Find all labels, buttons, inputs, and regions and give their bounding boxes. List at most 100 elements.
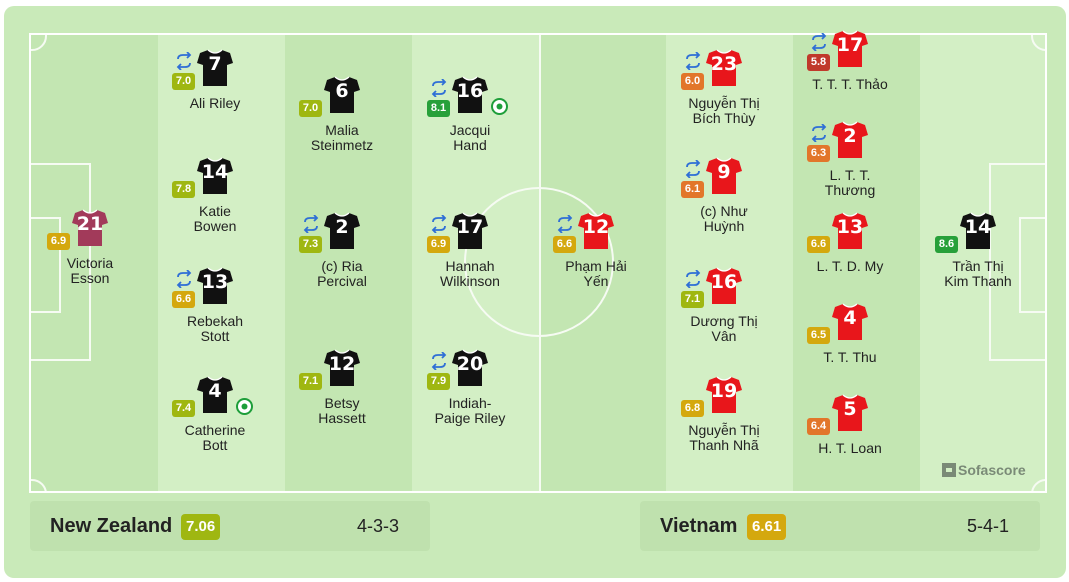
jersey-icon: 5 [832,394,868,432]
player-name: Dương Thị Vân [690,313,758,344]
jersey-number: 14 [964,216,992,238]
jersey-icon: 9 [706,157,742,195]
jersey-icon: 19 [706,376,742,414]
jersey-icon: 2 [324,212,360,250]
player-name: Jacqui Hand [449,122,491,153]
jersey-icon: 14 [960,212,996,250]
player-rating: 6.6 [553,236,576,253]
player-rating: 7.8 [172,181,195,198]
jersey-number: 23 [710,53,738,75]
jersey-icon: 13 [197,267,233,305]
pitch [29,33,1047,493]
away-team-name: Vietnam [660,515,738,537]
player-name: Betsy Hassett [318,395,366,426]
jersey-number: 4 [843,307,857,329]
player-rating: 6.8 [681,400,704,417]
player-rating: 6.6 [172,291,195,308]
player-name: Hannah Wilkinson [440,258,500,289]
jersey-icon: 12 [324,349,360,387]
jersey-number: 2 [335,216,349,238]
player-name: L. T. D. My [816,258,884,274]
player-name: Katie Bowen [193,203,237,234]
away-formation: 5-4-1 [967,516,1010,536]
substitution-arrows-icon [810,123,828,143]
corner-arc-bottom-left [31,479,47,491]
substitution-arrows-icon [556,214,574,234]
home-formation: 4-3-3 [357,516,400,536]
jersey-number: 5 [843,398,857,420]
player-name: Trần Thị Kim Thanh [944,258,1012,289]
home-team-name: New Zealand [50,515,173,537]
player-rating: 6.0 [681,73,704,90]
left-goal-box [31,217,61,313]
jersey-number: 20 [456,353,484,375]
brand-logo: Sofascore [942,462,1026,480]
jersey-icon: 20 [452,349,488,387]
jersey-icon: 21 [72,209,108,247]
player-rating: 7.3 [299,236,322,253]
left-penalty-box [31,163,91,361]
player-rating: 6.9 [427,236,450,253]
jersey-icon: 6 [324,76,360,114]
jersey-icon: 12 [578,212,614,250]
jersey-icon: 16 [706,267,742,305]
jersey-number: 17 [836,34,864,56]
corner-arc-top-left [31,35,47,51]
jersey-number: 7 [208,53,222,75]
jersey-number: 17 [456,216,484,238]
jersey-number: 13 [201,271,229,293]
player-name: Nguyễn Thị Thanh Nhã [688,422,760,453]
football-goal-icon [491,98,508,115]
player-name: (c) Như Huỳnh [700,203,748,234]
substitution-arrows-icon [430,351,448,371]
player-rating: 8.6 [935,236,958,253]
player-away-4[interactable]: 4 6.5 T. T. Thu [785,303,915,383]
jersey-icon: 17 [452,212,488,250]
away-team-bar: Vietnam 6.61 5-4-1 [640,501,1040,551]
jersey-number: 16 [710,271,738,293]
player-name: Malia Steinmetz [310,122,374,153]
player-name: Phạm Hải Yến [565,258,627,289]
jersey-number: 2 [843,125,857,147]
player-rating: 7.1 [681,291,704,308]
jersey-icon: 4 [197,376,233,414]
player-name: Nguyễn Thị Bích Thùy [688,95,760,126]
jersey-icon: 13 [832,212,868,250]
player-rating: 7.0 [172,73,195,90]
brand-name: Sofascore [958,462,1026,478]
player-rating: 5.8 [807,54,830,71]
player-name: T. T. Thu [823,349,877,365]
player-name: Indiah- Paige Riley [434,395,506,426]
jersey-number: 6 [335,80,349,102]
player-rating: 6.1 [681,181,704,198]
jersey-number: 16 [456,80,484,102]
jersey-icon: 14 [197,157,233,195]
home-team-rating: 7.06 [181,514,221,540]
corner-arc-bottom-right [1031,479,1045,491]
player-rating: 7.1 [299,373,322,390]
player-name: Victoria Esson [66,255,114,286]
player-rating: 6.5 [807,327,830,344]
substitution-arrows-icon [430,78,448,98]
